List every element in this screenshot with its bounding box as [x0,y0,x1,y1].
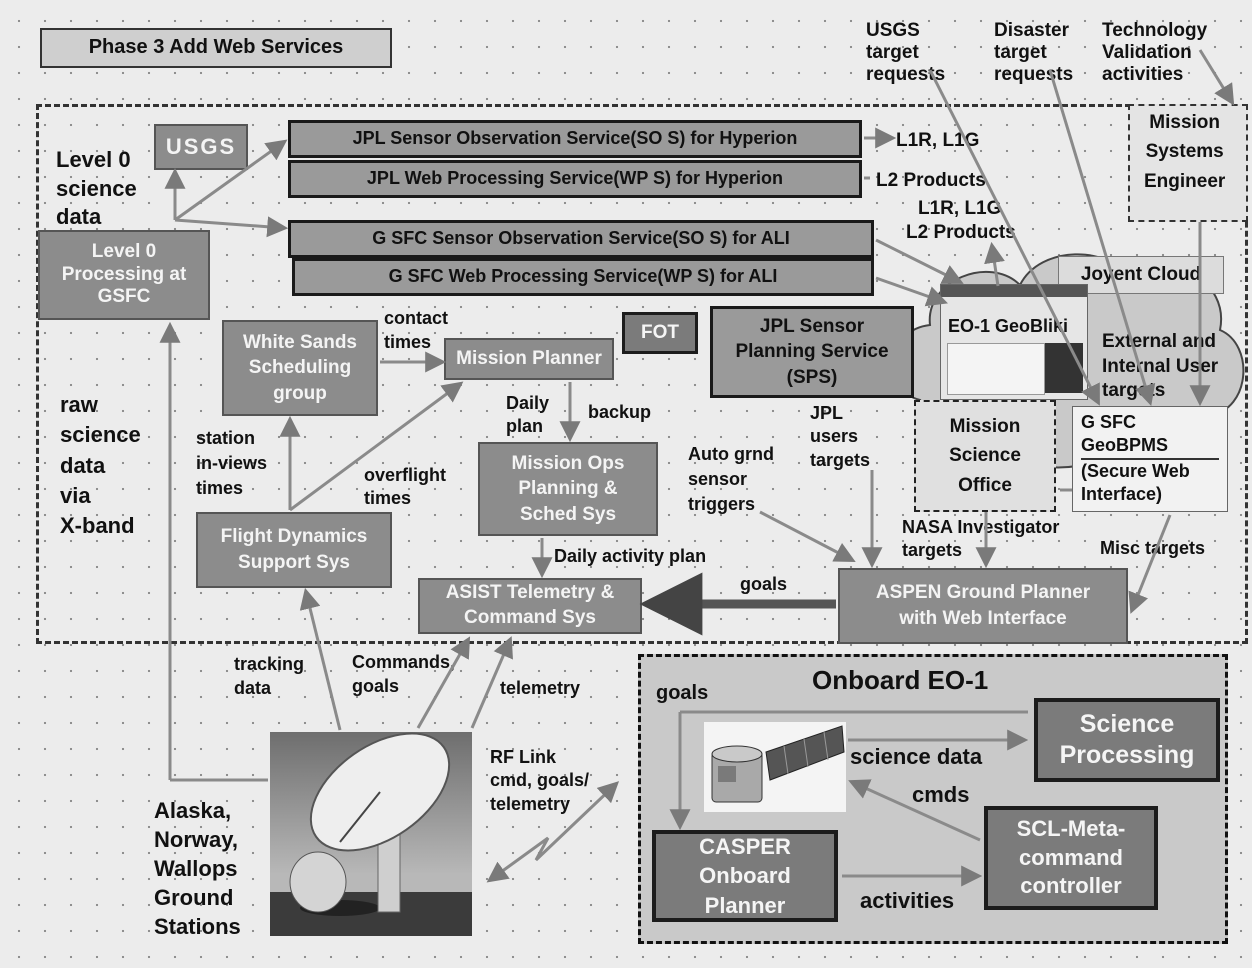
science-data-label: science data [850,744,983,769]
mission-planner-box: Mission Planner [444,338,614,380]
jpl-wps-box: JPL Web Processing Service(WP S) for Hyp… [288,160,862,198]
l1r-l1g-label: L1R, L1G [896,130,980,151]
phase-title: Phase 3 Add Web Services [40,28,392,68]
eo1-geobliki-panel [940,284,1088,400]
misc-targets-label: Misc targets [1100,538,1206,558]
fot-box: FOT [622,312,698,354]
gsfc-wps-box: G SFC Web Processing Service(WP S) for A… [292,258,874,296]
ground-segment-region [36,104,1248,644]
backup-label: backup [588,402,652,422]
ground-station-photo [270,732,472,936]
eo1-satellite-image [704,722,846,812]
l2-products-label: L2 Products [876,170,986,191]
l1r-l1g-label-2: L1R, L1G [918,198,1002,219]
daily-activity-plan-label: Daily activity plan [554,546,707,566]
telemetry-label: telemetry [500,678,581,698]
cmds-label: cmds [912,782,970,807]
gsfc-sos-box: G SFC Sensor Observation Service(SO S) f… [288,220,874,258]
usgs-box: USGS [154,124,248,170]
activities-label: activities [860,888,955,913]
onboard-eo1-title: Onboard EO-1 [812,665,989,695]
jpl-sos-box: JPL Sensor Observation Service(SO S) for… [288,120,862,158]
asist-box: ASIST Telemetry &Command Sys [418,578,642,634]
commands-goals-label: Commands,goals [352,652,456,697]
eo1-geobliki-label: EO-1 GeoBliki [948,316,1069,336]
goals-label: goals [740,574,788,594]
onboard-goals-label: goals [656,682,709,704]
